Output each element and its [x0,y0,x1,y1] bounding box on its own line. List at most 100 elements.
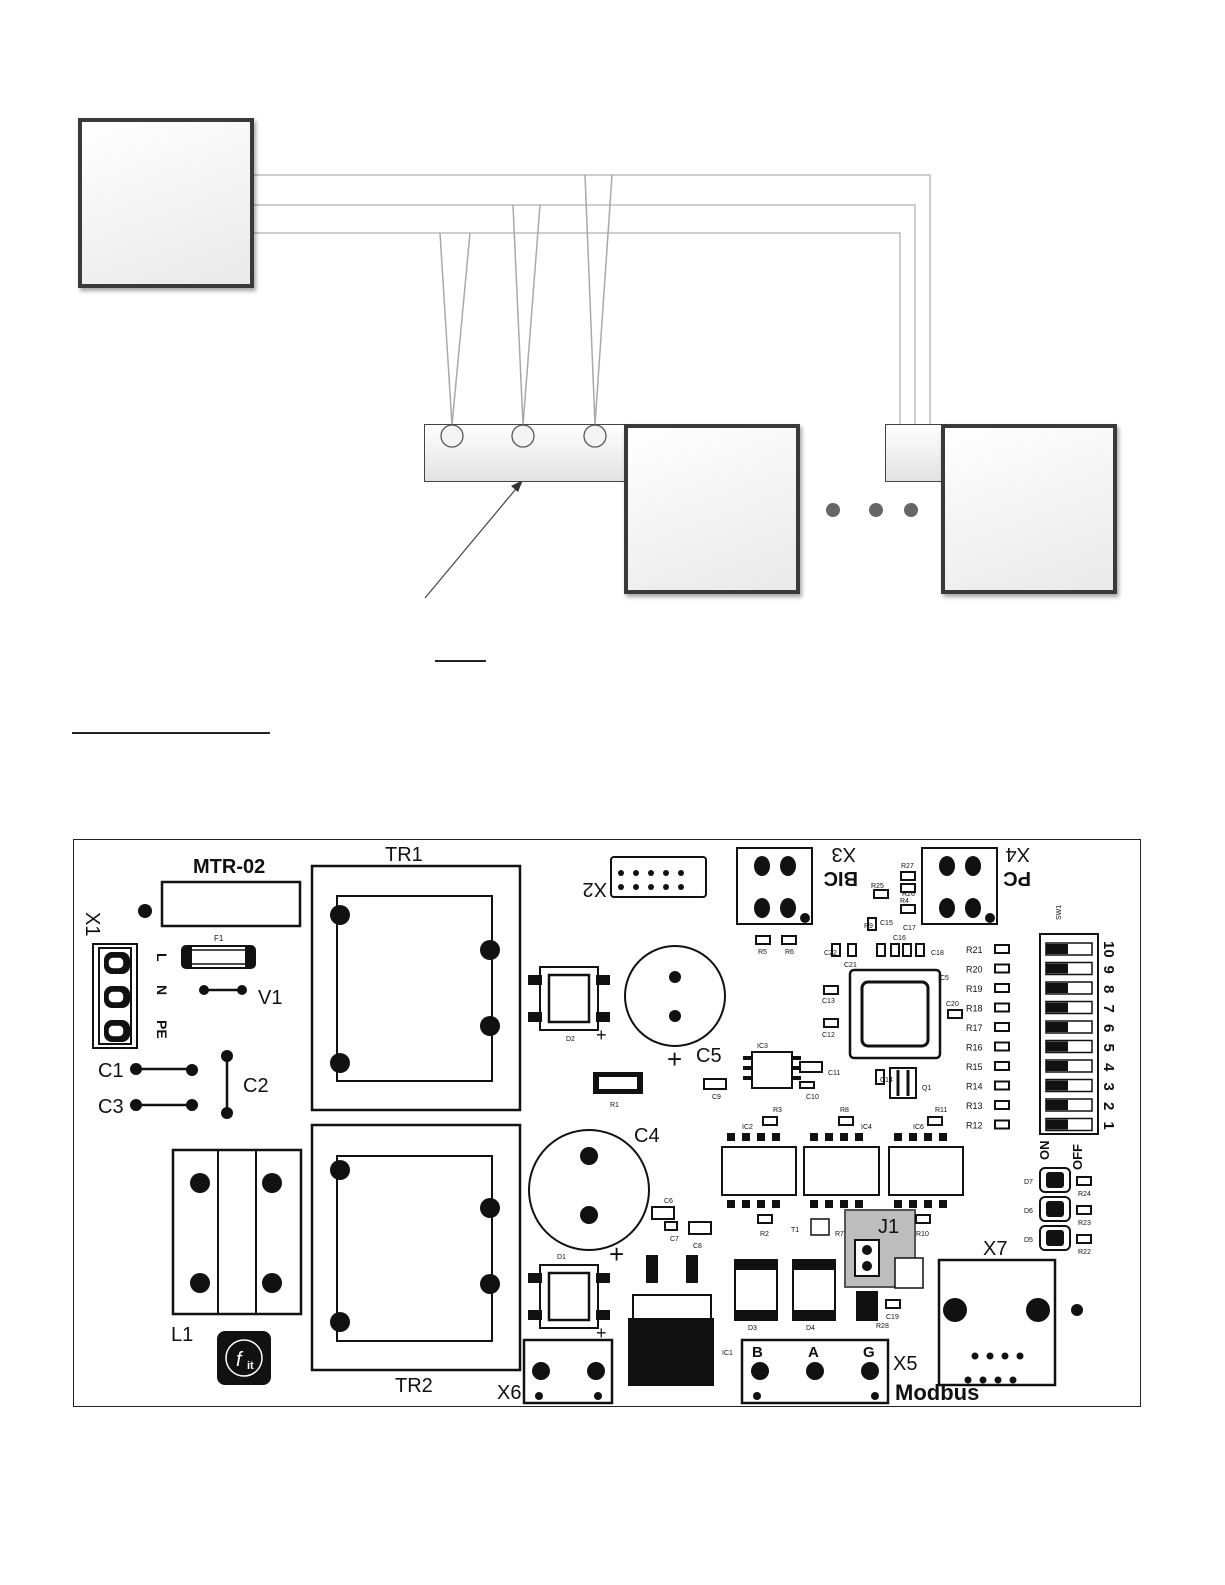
x2-label: X2 [583,878,607,900]
component-ref-label: R8 [840,1107,849,1114]
led-label: D7 [1024,1179,1033,1186]
tr1-label: TR1 [385,844,423,866]
component-ref-label: R11 [935,1107,947,1114]
component-ref-label: R27 [901,863,914,870]
switch-number-label: 10 [1100,941,1117,958]
led-resistor-label: R23 [1078,1220,1091,1227]
switch-resistor-label: R13 [966,1101,983,1111]
switch-number-label: 7 [1100,1005,1117,1013]
component-ref-label: R1 [610,1102,619,1109]
device-box-1 [624,424,800,594]
caption-underline-short [435,660,486,662]
switch-on-label: ON [1037,1141,1052,1161]
led-label: D6 [1024,1208,1033,1215]
svg-text:+: + [596,1323,607,1343]
switch-off-label: OFF [1070,1144,1085,1170]
component-ref-label: C12 [822,1032,835,1039]
component-ref-label: C14 [880,1077,893,1084]
component-ref-label: R26 [902,891,915,898]
c4-label: C4 [634,1125,660,1147]
component-ref-label: IC1 [722,1350,733,1357]
j1-label: J1 [878,1216,899,1238]
switch-number-label: 4 [1100,1063,1117,1072]
svg-text:+: + [596,1025,607,1045]
terminal-l-label: L [154,953,170,962]
switch-resistor-label: R19 [966,984,983,994]
component-ref-label: R2 [760,1231,769,1238]
component-ref-label: R9 [864,923,873,930]
x1-label: X1 [81,912,103,936]
terminal-g-label: G [863,1344,875,1361]
switch-resistor-label: R20 [966,965,983,975]
component-ref-label: D1 [557,1254,566,1261]
component-ref-label: C21 [844,962,857,969]
component-ref-label: C19 [886,1314,899,1321]
terminal-n-label: N [154,985,170,995]
x3-label: X3 [832,843,856,865]
x5-function-label: Modbus [895,1380,979,1405]
x6-label: X6 [497,1382,521,1404]
component-ref-label: C7 [670,1236,679,1243]
c3-label: C3 [98,1096,124,1118]
component-ref-label: R10 [916,1231,929,1238]
terminal-a-label: A [808,1344,819,1361]
caption-underline-long [72,732,270,734]
component-ref-label: IC3 [757,1043,768,1050]
component-ref-label: R28 [876,1323,889,1330]
component-ref-label: R3 [773,1107,782,1114]
c5-label: C5 [696,1045,722,1067]
switch-resistor-label: R16 [966,1043,983,1053]
terminal-pe-label: PE [154,1020,170,1039]
switch-resistor-label: R12 [966,1121,983,1131]
component-ref-label: IC5 [938,975,949,982]
svg-text:f: f [236,1349,244,1371]
x7-label: X7 [983,1238,1007,1260]
svg-text:+: + [609,1239,624,1269]
tr2-label: TR2 [395,1375,433,1397]
component-ref-label: C18 [931,950,944,957]
component-ref-label: R6 [785,949,794,956]
component-ref-label: C22 [824,950,837,957]
switch-number-label: 8 [1100,985,1117,993]
switch-resistor-label: R21 [966,945,983,955]
component-ref-label: D4 [806,1325,815,1332]
x3-function-label: BIC [824,867,858,889]
switch-number-label: 1 [1100,1122,1117,1130]
component-ref-label: C10 [806,1094,819,1101]
c2-label: C2 [243,1075,269,1097]
l1-label: L1 [171,1324,193,1346]
component-ref-label: IC6 [913,1124,924,1131]
switch-resistor-label: R18 [966,1004,983,1014]
switch-number-label: 3 [1100,1083,1117,1091]
led-resistor-label: R22 [1078,1249,1091,1256]
component-ref-label: R4 [900,898,909,905]
varistor-label: V1 [258,987,282,1009]
component-ref-label: R5 [758,949,767,956]
component-ref-label: C6 [664,1198,673,1205]
component-ref-label: D3 [748,1325,757,1332]
component-ref-label: R25 [871,883,884,890]
component-ref-label: C15 [880,920,893,927]
component-ref-label: D2 [566,1036,575,1043]
c1-label: C1 [98,1060,124,1082]
terminal-block-small [885,424,942,482]
component-ref-label: T1 [791,1227,799,1234]
component-ref-label: C8 [693,1243,702,1250]
source-device-box [78,118,254,288]
terminal-b-label: B [752,1344,763,1361]
board-name: MTR-02 [193,856,265,878]
component-ref-label: C11 [828,1070,840,1077]
x4-label: X4 [1006,843,1030,865]
svg-text:it: it [247,1360,254,1372]
x4-function-label: PC [1003,867,1031,889]
component-ref-label: IC4 [861,1124,872,1131]
component-ref-label: C17 [903,925,916,932]
switch-resistor-label: R14 [966,1082,983,1092]
switch-number-label: 6 [1100,1024,1117,1032]
component-ref-label: Q1 [922,1085,931,1092]
component-ref-label: R7 [835,1231,844,1238]
component-ref-label: C9 [712,1094,721,1101]
device-box-last [941,424,1117,594]
switch-resistor-label: R17 [966,1023,983,1033]
fuse-label: F1 [214,934,224,943]
